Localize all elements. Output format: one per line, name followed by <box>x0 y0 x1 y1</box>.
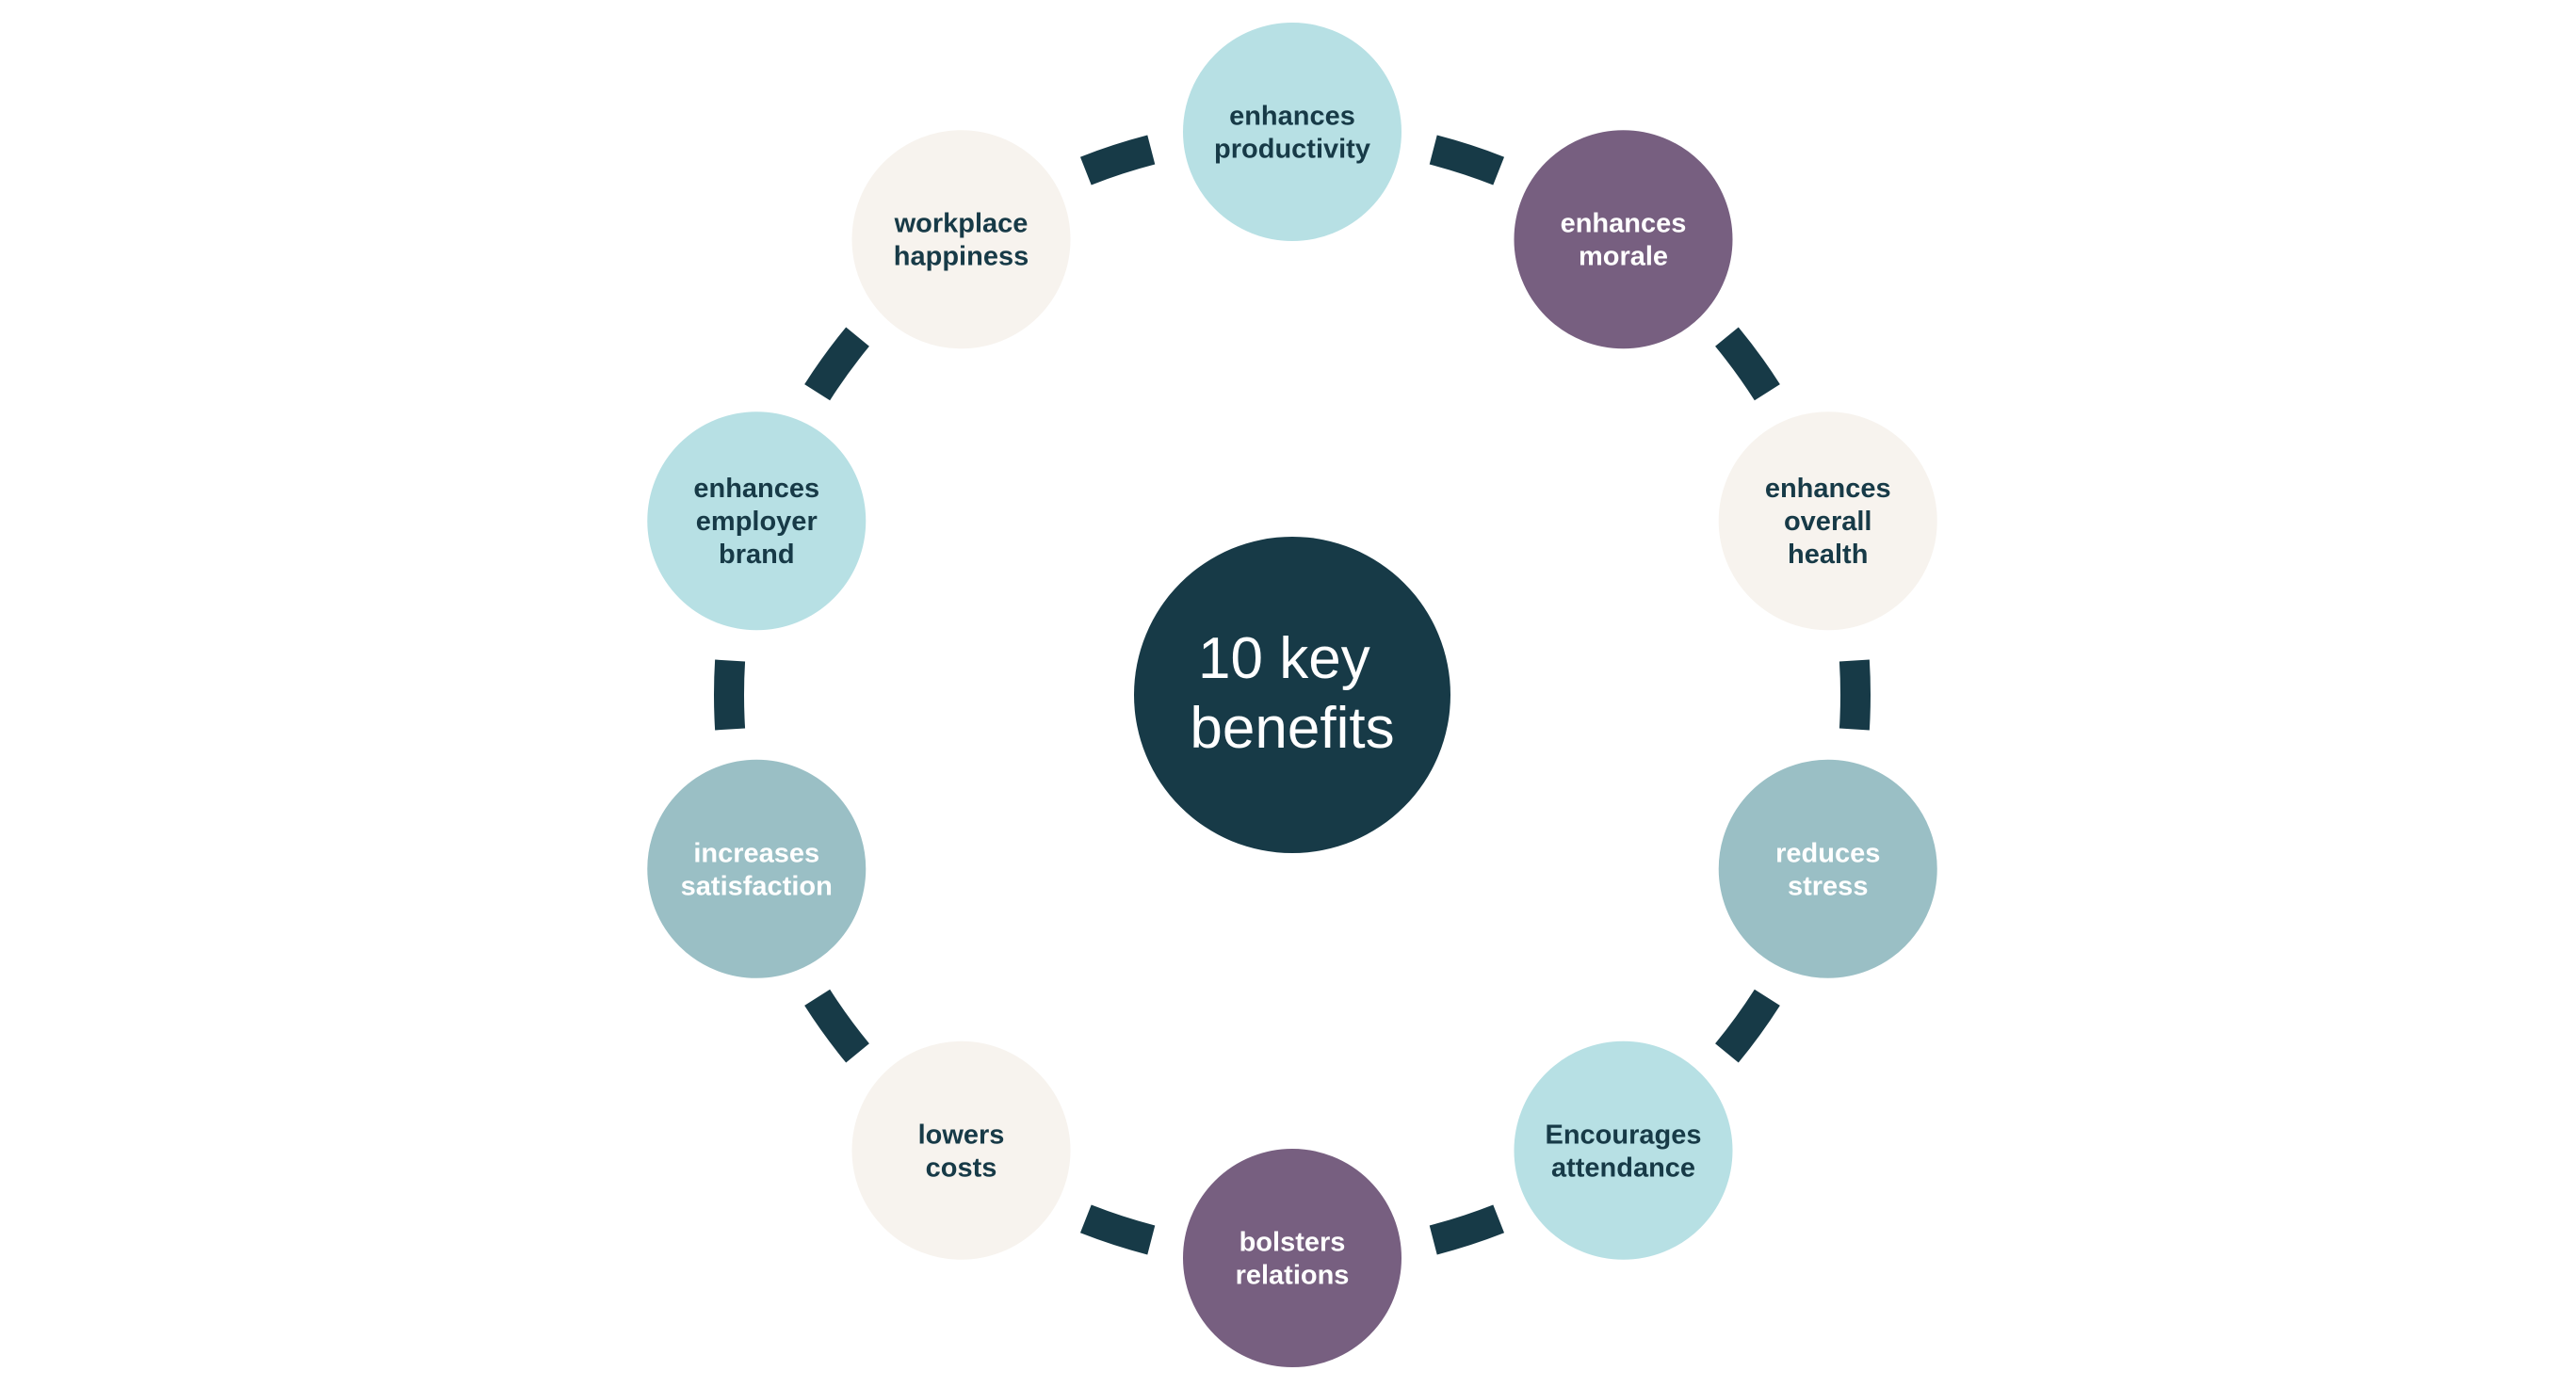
node-label-line: enhances <box>693 474 819 504</box>
node-label-line: attendance <box>1551 1153 1695 1183</box>
node-label-line: overall <box>1784 507 1872 537</box>
node-label-line: enhances <box>1561 209 1687 239</box>
node-circle <box>848 1037 1075 1264</box>
center-hub: 10 key benefits <box>1134 537 1450 853</box>
node-circle <box>1179 19 1405 245</box>
node-label-line: happiness <box>894 242 1029 272</box>
node-label-line: stress <box>1788 871 1868 901</box>
ring-segment <box>1429 1204 1505 1255</box>
node-label-line: increases <box>693 838 819 868</box>
node-label-line: lowers <box>918 1120 1005 1150</box>
node-circle <box>643 755 870 982</box>
node-label-line: productivity <box>1214 135 1370 165</box>
ring-segment <box>1429 135 1505 185</box>
node-label-line: costs <box>926 1153 997 1183</box>
ring-segment <box>1714 327 1780 401</box>
node-label-line: Encourages <box>1545 1120 1701 1150</box>
node-label-line: morale <box>1579 242 1668 272</box>
node-label-line: enhances <box>1229 102 1355 132</box>
node-label-line: health <box>1788 540 1868 570</box>
center-circle <box>1134 537 1450 853</box>
node-label-line: employer <box>696 507 818 537</box>
node-label-line: enhances <box>1765 474 1891 504</box>
node-circle <box>643 408 870 635</box>
ring-segment <box>804 327 870 401</box>
node-label-line: brand <box>719 540 795 570</box>
ring-segment <box>804 989 870 1063</box>
center-title-line: 10 key <box>1198 626 1370 691</box>
node-circle <box>1179 1145 1405 1371</box>
ring-segments <box>714 135 1871 1255</box>
node-label-line: relations <box>1236 1261 1350 1291</box>
ring-segment <box>1079 1204 1156 1255</box>
node-label-line: bolsters <box>1239 1228 1346 1258</box>
node-label-line: workplace <box>894 209 1029 239</box>
center-title: 10 key benefits <box>1190 626 1394 761</box>
node-circle <box>1510 126 1737 353</box>
ring-segment <box>1714 989 1780 1063</box>
node-circle <box>1714 408 1941 635</box>
ring-segment <box>714 659 746 731</box>
ring-segment <box>1079 135 1156 185</box>
node-circle <box>1714 755 1941 982</box>
node-circle <box>848 126 1075 353</box>
node-label-line: satisfaction <box>681 871 833 901</box>
center-title-line: benefits <box>1190 696 1394 761</box>
node-label-line: reduces <box>1775 838 1880 868</box>
node-circle <box>1510 1037 1737 1264</box>
